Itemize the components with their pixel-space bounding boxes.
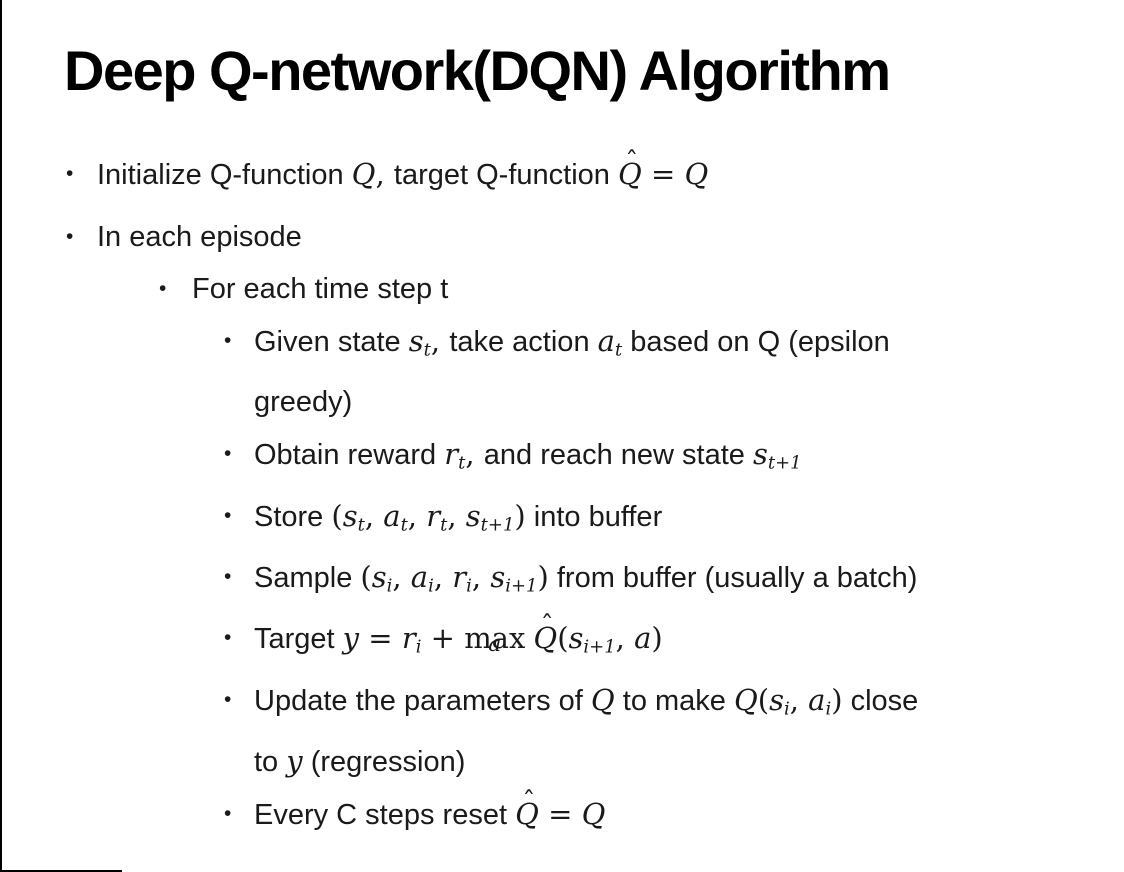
bullet-marker-icon: • [224,442,232,466]
bullet-text: Obtain reward rt, and reach new state st… [254,437,802,474]
bullet-marker-icon: • [66,162,74,186]
bullet-text: Update the parameters of Q to make Q(si,… [254,682,919,778]
bullet-text: In each episode [97,221,302,254]
bullet-text: For each time step t [192,273,449,306]
bullet-marker-icon: • [224,626,232,650]
bullet-item: • Given state st, take action at based on… [2,315,1124,428]
bullet-text: Sample (si, ai, ri, si+1) from buffer (u… [254,560,918,597]
bullet-text: Initialize Q-function Q, target Q-functi… [97,157,708,191]
bullet-text: Store (st, at, rt, st+1) into buffer [254,498,663,536]
bullet-marker-icon: • [224,565,232,589]
bullet-item: • In each episode [2,211,1124,263]
bullet-marker-icon: • [224,801,232,825]
bullet-text: Every C steps reset Q = Q [254,797,605,831]
slide-title: Deep Q-network(DQN) Algorithm [64,39,891,102]
bullet-item: • Sample (si, ai, ri, si+1) from buffer (… [2,551,1124,612]
bullet-marker-icon: • [66,225,74,249]
window-edge [2,870,122,872]
bullet-marker-icon: • [224,503,232,527]
bullet-item: • For each time step t [2,263,1124,315]
bullet-marker-icon: • [224,687,232,711]
bullet-item: • Initialize Q-function Q, target Q-funct… [2,148,1124,201]
bullet-text: Given state st, take action at based on … [254,324,890,419]
bullet-item: • Store (st, at, rt, st+1) into buffer [2,490,1124,551]
bullet-marker-icon: • [224,329,232,353]
bullet-list: • Initialize Q-function Q, target Q-funct… [2,148,1124,841]
bullet-item: • Update the parameters of Q to make Q(si… [2,674,1124,788]
bullet-item: • Every C steps reset Q = Q [2,788,1124,841]
bullet-marker-icon: • [159,277,167,301]
bullet-item: • Obtain reward rt, and reach new state s… [2,428,1124,489]
